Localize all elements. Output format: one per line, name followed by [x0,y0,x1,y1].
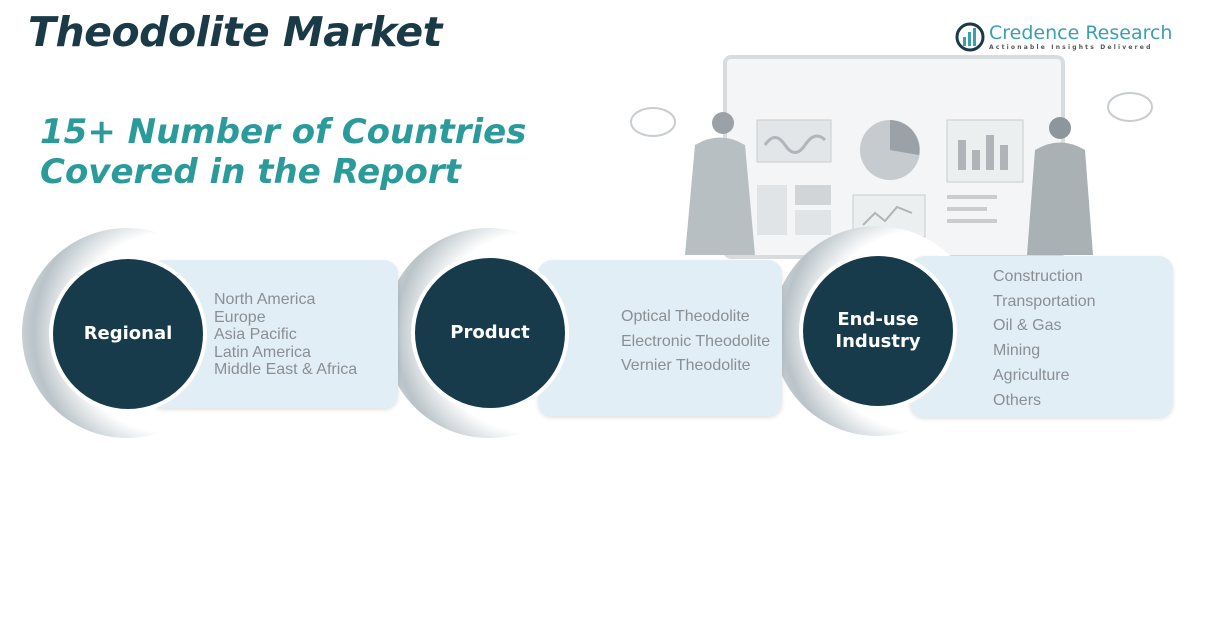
list-item: Agriculture [993,366,1070,384]
subtitle-line-1: 15+ Number of Countries [40,112,527,152]
list-item: North America [214,291,316,308]
presentation-illustration [630,55,1153,259]
list-item: Optical Theodolite [621,308,750,325]
logo-tagline: Actionable Insights Delivered [989,44,1153,51]
segment-label-line-1: End-use [837,309,919,330]
segment-label-line-2: Industry [835,331,921,352]
list-item: Electronic Theodolite [621,332,771,350]
list-item: Europe [214,308,266,326]
list-item: Others [993,391,1042,409]
list-item: Vernier Theodolite [621,357,751,374]
list-item: Latin America [214,343,311,361]
list-item: Construction [993,268,1083,285]
credence-research-logo: Credence Research Actionable Insights De… [955,22,1172,56]
list-item: Mining [993,342,1041,360]
segment-label: Product [450,322,530,343]
segment-label: Regional [83,323,173,344]
regional-circle: Regional [49,255,207,413]
subtitle: 15+ Number of Countries Covered in the R… [40,112,526,192]
list-item: Middle East & Africa [214,361,358,378]
logo-name: Credence Research [989,22,1173,44]
page-title: Theodolite Market [28,8,442,56]
list-item: Asia Pacific [214,326,297,343]
product-circle: Product [411,254,569,412]
list-item: Oil & Gas [993,317,1062,335]
list-item: Transportation [993,292,1096,310]
subtitle-line-2: Covered in the Report [40,152,461,192]
logo-icon [955,22,985,52]
product-panel [538,260,782,416]
